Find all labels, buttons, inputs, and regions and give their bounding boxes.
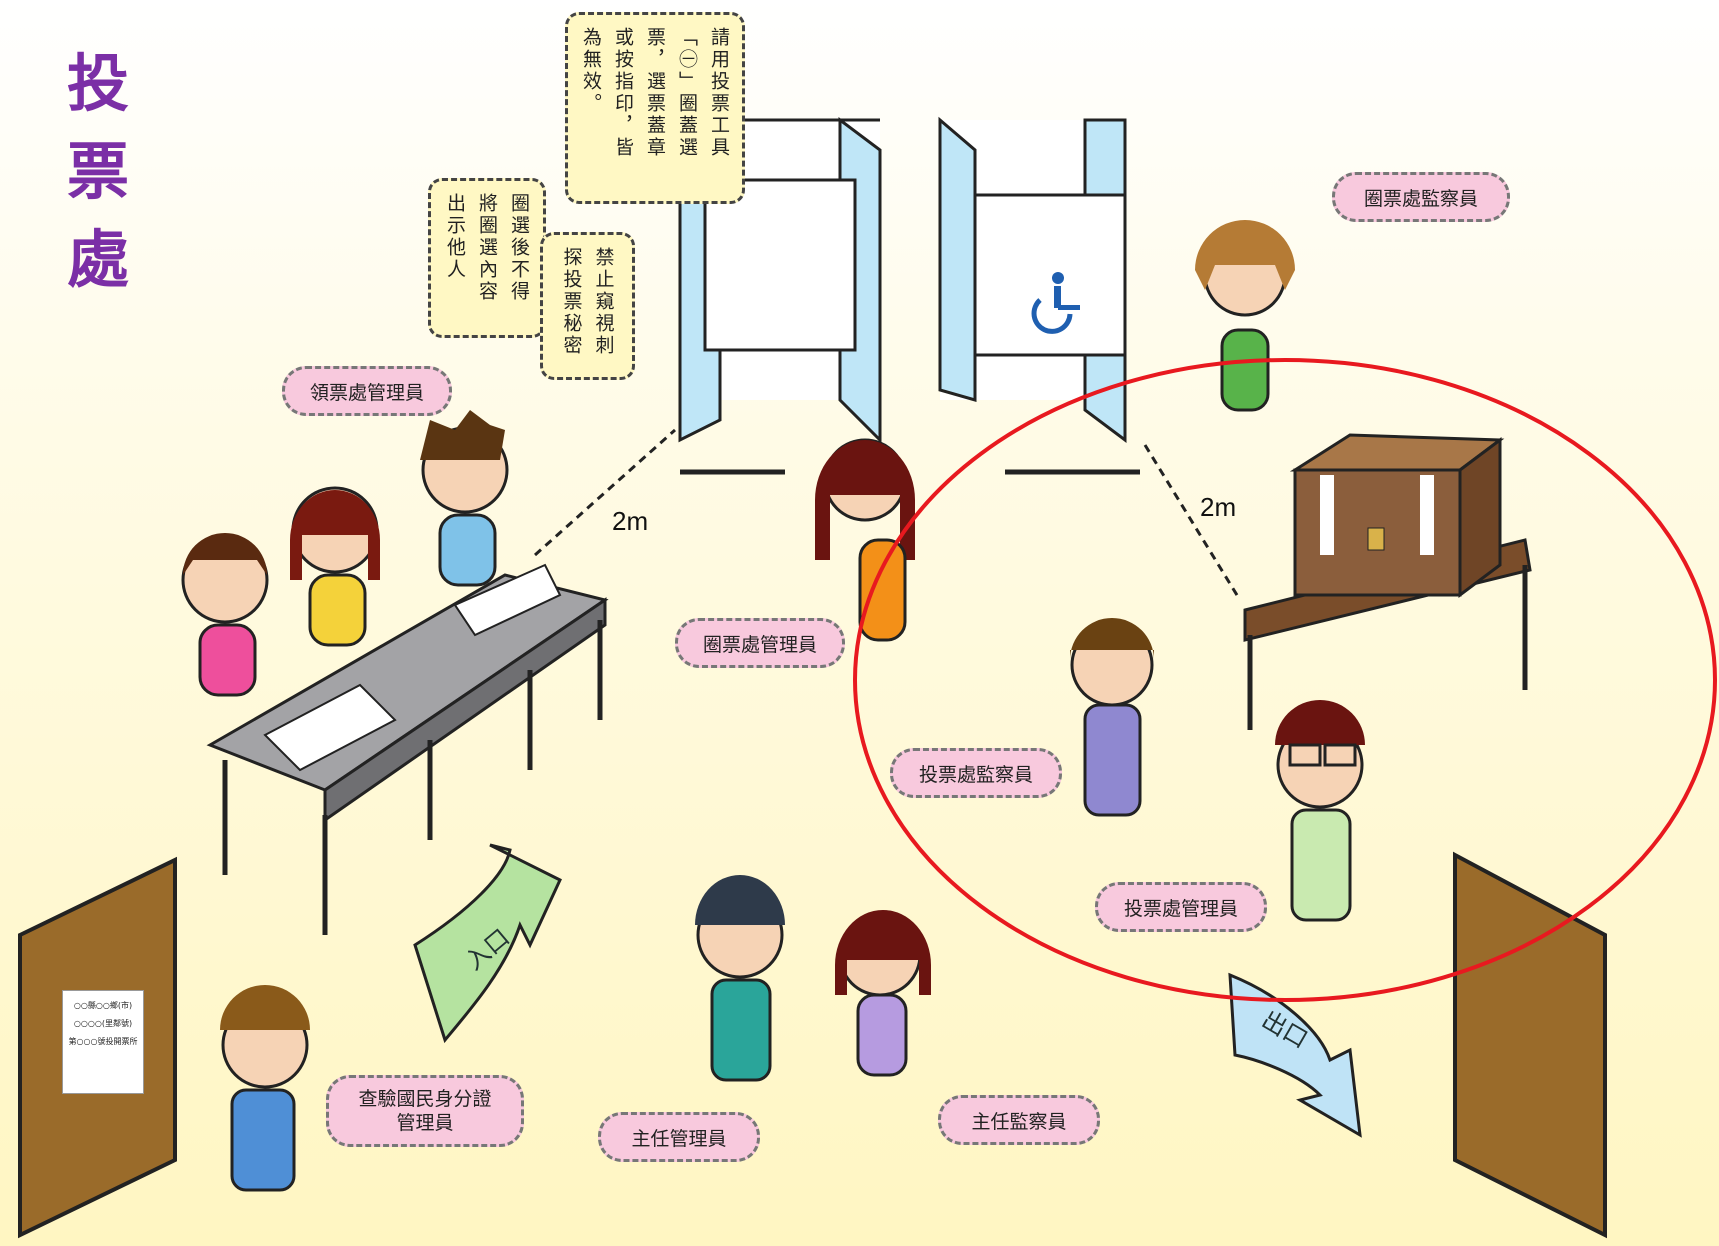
person-station-supervisor — [1070, 618, 1154, 817]
note-no-show: 圈選後不得 將圈選內容 出示他人 — [428, 178, 546, 338]
label-id-check-manager: 查驗國民身分證 管理員 — [326, 1075, 524, 1147]
person-id-check-manager — [220, 985, 310, 1192]
door-sign: ○○縣○○鄉(市) ○○○○(里鄰號) 第○○○號投開票所 — [62, 990, 144, 1094]
note-line: 禁止窺視刺 — [592, 247, 615, 357]
ballot-box — [1243, 433, 1532, 730]
label-chief-manager: 主任管理員 — [598, 1112, 760, 1162]
title-char-3: 處 — [66, 223, 129, 296]
voting-booth-accessible — [938, 116, 1140, 475]
person-ballot-issue-manager — [420, 410, 509, 587]
label-marking-supervisor: 圈票處監察員 — [1332, 172, 1510, 222]
person-chief-manager — [695, 875, 785, 1082]
distance-label-right: 2m — [1200, 492, 1237, 522]
door-sign-line: ○○縣○○鄉(市) — [73, 1001, 133, 1010]
note-ballot-tool: 請用投票工具 「㊀」圈蓋選 票，選票蓋章 或按指印，皆 為無效。 — [565, 12, 745, 204]
note-no-peek: 禁止窺視刺 探投票秘密 — [540, 232, 635, 380]
label-marking-manager: 圈票處管理員 — [675, 618, 845, 668]
highlight-circle — [853, 358, 1717, 1002]
person-chief-supervisor — [835, 910, 931, 1077]
wheelchair-icon — [1031, 272, 1080, 334]
note-line: 為無效。 — [580, 27, 602, 115]
label-station-manager: 投票處管理員 — [1095, 882, 1267, 932]
person-station-manager — [1275, 700, 1365, 922]
note-line: 請用投票工具 — [708, 27, 730, 159]
title-char-2: 票 — [66, 135, 129, 208]
distance-arrow-right — [1143, 444, 1242, 601]
label-ballot-issue-manager: 領票處管理員 — [282, 366, 452, 416]
note-line: 將圈選內容 — [476, 193, 498, 303]
label-line: 管理員 — [396, 1112, 454, 1134]
person-ballot-clerk-2 — [290, 486, 380, 647]
page-title: 投 票 處 — [58, 40, 138, 304]
door-sign-line: ○○○○(里鄰號) — [73, 1019, 133, 1028]
note-line: 或按指印，皆 — [612, 27, 634, 159]
label-station-supervisor: 投票處監察員 — [890, 748, 1062, 798]
entrance-arrow — [413, 843, 562, 1044]
title-char-1: 投 — [66, 47, 129, 120]
person-ballot-clerk-1 — [181, 533, 269, 697]
note-line: 「㊀」圈蓋選 — [676, 27, 698, 159]
label-line: 查驗國民身分證 — [358, 1088, 492, 1110]
note-line: 探投票秘密 — [560, 247, 583, 357]
distance-arrow-left — [534, 428, 676, 557]
distance-label-left: 2m — [612, 506, 649, 536]
note-line: 出示他人 — [444, 193, 466, 281]
label-chief-supervisor: 主任監察員 — [938, 1095, 1100, 1145]
exit-door — [1453, 851, 1607, 1239]
person-marking-supervisor — [1195, 220, 1295, 412]
door-sign-line: 第○○○號投開票所 — [68, 1037, 138, 1046]
note-line: 圈選後不得 — [508, 193, 530, 303]
ballot-issue-desks — [206, 563, 609, 935]
person-marking-manager — [815, 438, 915, 642]
note-line: 票，選票蓋章 — [644, 27, 666, 159]
